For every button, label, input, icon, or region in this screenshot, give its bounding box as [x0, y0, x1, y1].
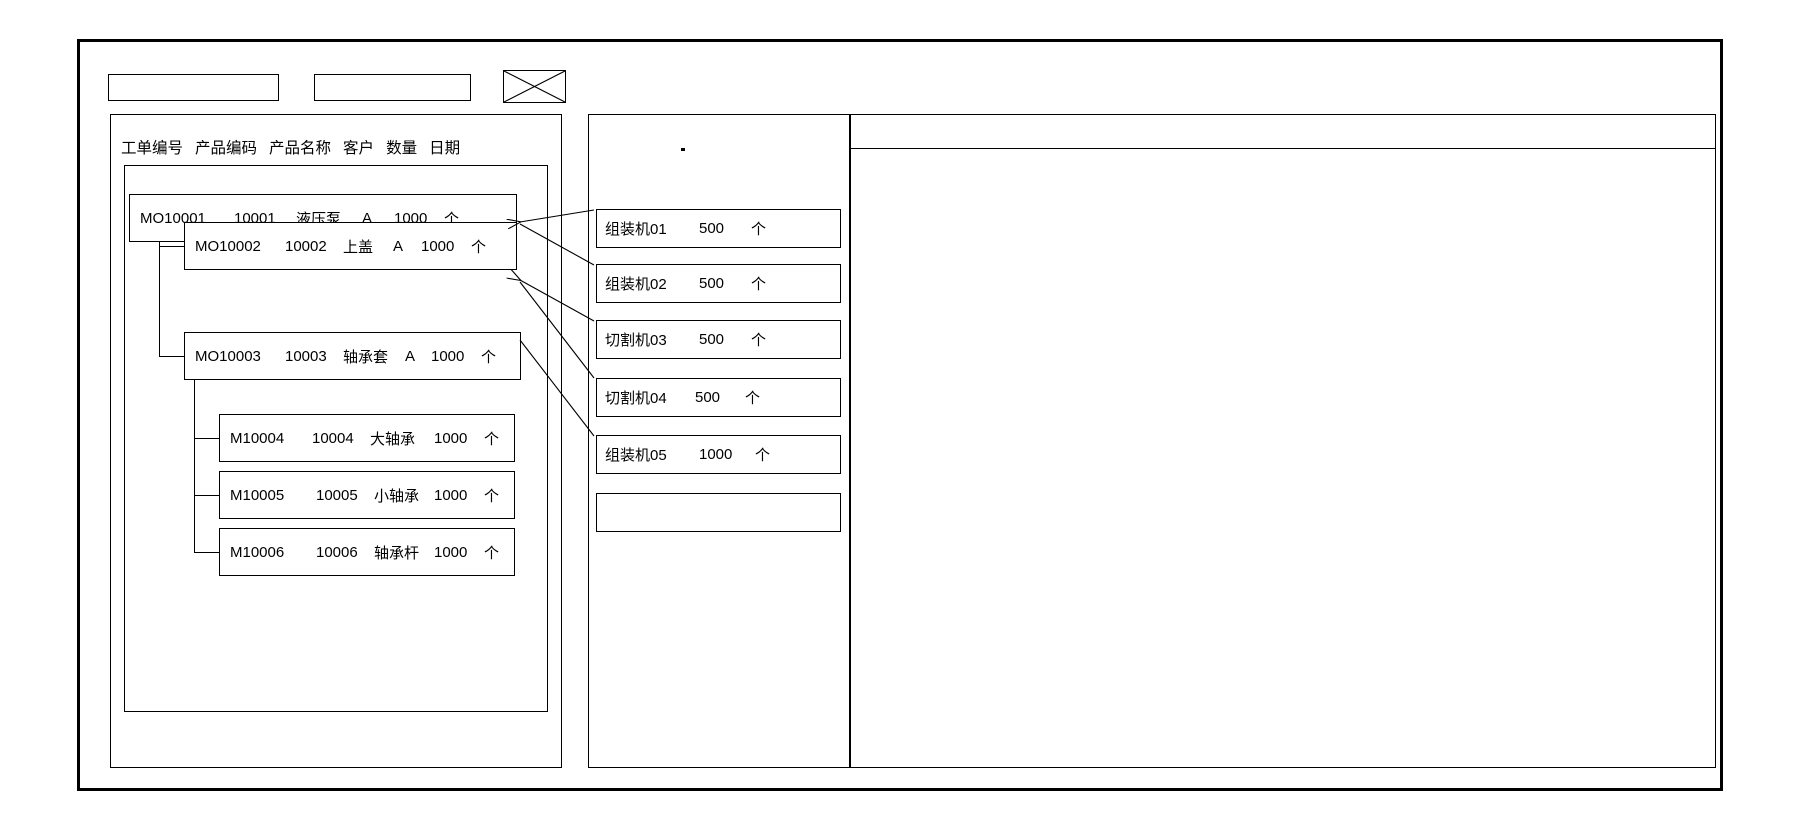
cell-unit: 个	[471, 238, 487, 256]
machine-panel: 组装机01 500 个 组装机02 500 个 切割机03 500 个 切割机0…	[588, 114, 850, 768]
cell-quantity: 1000	[434, 543, 468, 561]
cell-product-code: 10005	[316, 486, 358, 504]
cell-product-code: 10006	[316, 543, 358, 561]
tree-trunk-level1	[159, 218, 161, 356]
cell-product-code: 10002	[285, 237, 327, 255]
machine-unit: 个	[751, 276, 767, 293]
tree-trunk-level2	[194, 380, 196, 552]
workorder-row-MO10002[interactable]: MO10002 10002 上盖 A 1000 个	[184, 222, 517, 270]
workorder-panel: 工单编号 产品编码 产品名称 客户 数量 日期 MO10001 10001 液压…	[110, 114, 562, 768]
machine-quantity: 500	[695, 389, 721, 406]
tree-branch-to-M10006	[194, 552, 219, 554]
machine-unit: 个	[745, 390, 761, 407]
machine-row-m02[interactable]: 组装机02 500 个	[596, 264, 841, 303]
workorder-row-M10006[interactable]: M10006 10006 轴承杆 1000 个	[219, 528, 515, 576]
cell-quantity: 1000	[431, 347, 465, 365]
column-header-product-code: 产品编码	[195, 140, 258, 157]
cell-quantity: 1000	[434, 429, 468, 447]
machine-unit: 个	[755, 447, 771, 464]
cell-unit: 个	[484, 544, 500, 562]
column-header-quantity: 数量	[386, 140, 418, 157]
machine-row-m05[interactable]: 组装机05 1000 个	[596, 435, 841, 474]
cell-product-code: 10004	[312, 429, 354, 447]
machine-row-m01[interactable]: 组装机01 500 个	[596, 209, 841, 248]
workorder-tree-container: MO10001 10001 液压泵 A 1000 个 MO10002 10002…	[124, 165, 548, 712]
workorder-row-MO10003[interactable]: MO10003 10003 轴承套 A 1000 个	[184, 332, 521, 380]
cell-product-name: 轴承杆	[374, 544, 420, 562]
toolbar-text-field-2[interactable]	[314, 74, 471, 101]
cell-customer: A	[362, 209, 373, 227]
cell-quantity: 1000	[421, 237, 455, 255]
tree-branch-to-M10005	[194, 495, 219, 497]
cell-order-no: M10004	[230, 429, 285, 447]
machine-name: 切割机03	[605, 332, 667, 349]
cell-unit: 个	[481, 348, 497, 366]
cell-unit: 个	[484, 487, 500, 505]
machine-name: 组装机01	[605, 221, 667, 238]
cell-product-name: 小轴承	[374, 487, 420, 505]
machine-name: 切割机04	[605, 390, 667, 407]
machine-row-m03[interactable]: 切割机03 500 个	[596, 320, 841, 359]
cell-product-code: 10003	[285, 347, 327, 365]
machine-quantity: 1000	[699, 446, 733, 463]
cell-product-name: 大轴承	[370, 430, 416, 448]
cell-order-no: MO10002	[195, 237, 261, 255]
workorder-row-M10005[interactable]: M10005 10005 小轴承 1000 个	[219, 471, 515, 519]
machine-name: 组装机05	[605, 447, 667, 464]
crossed-box-image-placeholder-icon[interactable]	[503, 70, 566, 103]
machine-unit: 个	[751, 332, 767, 349]
workorder-row-M10004[interactable]: M10004 10004 大轴承 1000 个	[219, 414, 515, 462]
machine-row-m04[interactable]: 切割机04 500 个	[596, 378, 841, 417]
machine-quantity: 500	[699, 220, 725, 237]
column-header-date: 日期	[429, 140, 461, 157]
toolbar-text-field-1[interactable]	[108, 74, 279, 101]
detail-panel	[850, 114, 1716, 768]
column-header-product-name: 产品名称	[269, 140, 332, 157]
machine-name: 组装机02	[605, 276, 667, 293]
machine-empty-slot[interactable]	[596, 493, 841, 532]
detail-panel-header-divider	[851, 148, 1715, 149]
machine-panel-marker-dot	[681, 148, 685, 151]
column-header-order-no: 工单编号	[121, 140, 184, 157]
cell-order-no: M10005	[230, 486, 285, 504]
cell-quantity: 1000	[434, 486, 468, 504]
machine-quantity: 500	[699, 331, 725, 348]
cell-unit: 个	[484, 430, 500, 448]
cell-product-name: 上盖	[343, 238, 374, 256]
tree-branch-to-MO10003	[159, 356, 184, 358]
cell-order-no: MO10003	[195, 347, 261, 365]
machine-unit: 个	[751, 221, 767, 238]
cell-order-no: M10006	[230, 543, 285, 561]
workorder-column-header-row: 工单编号 产品编码 产品名称 客户 数量 日期	[115, 135, 559, 159]
cell-product-name: 轴承套	[343, 348, 389, 366]
cell-customer: A	[405, 347, 416, 365]
column-header-customer: 客户	[343, 140, 375, 157]
machine-quantity: 500	[699, 275, 725, 292]
tree-branch-to-MO10002	[159, 246, 184, 248]
cell-customer: A	[393, 237, 404, 255]
tree-branch-to-M10004	[194, 438, 219, 440]
